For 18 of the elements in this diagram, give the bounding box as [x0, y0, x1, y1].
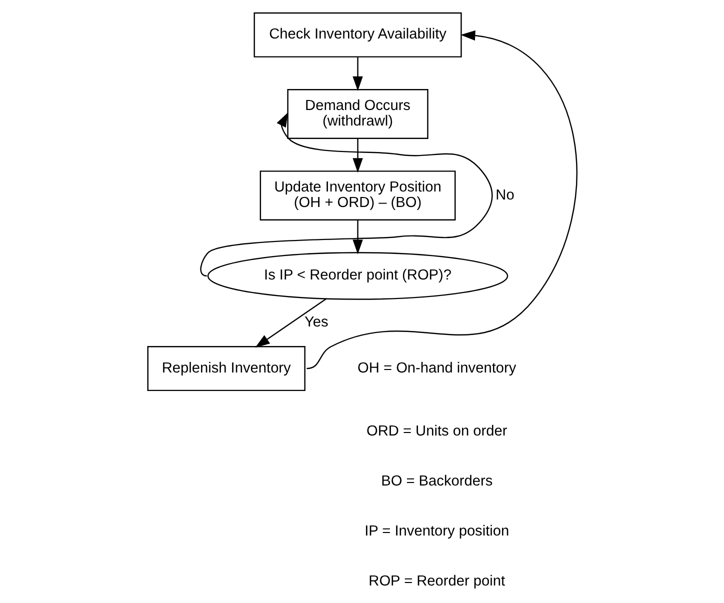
edge-label: Yes [304, 314, 328, 331]
arrow [352, 138, 362, 173]
label: BO = Backorders [380, 473, 492, 490]
node-box: Update Inventory Position (OH + ORD) – (BO) [259, 170, 456, 220]
label: IP = Inventory position [364, 523, 509, 540]
node-ellipse: Is IP < Reorder point (ROP)? [206, 252, 508, 300]
label: ROP = Reorder point [368, 573, 505, 590]
arrow [352, 57, 362, 91]
label: OH = On-hand inventory [357, 360, 516, 376]
node-box: Demand Occurs (withdrawl) [286, 89, 428, 139]
arrow [306, 30, 577, 370]
arrow [254, 298, 326, 348]
edge-label: No [495, 187, 514, 204]
label: ORD = Units on order [366, 424, 507, 440]
arrow [200, 112, 492, 276]
arrow [352, 220, 362, 254]
node-box: Check Inventory Availability [253, 12, 462, 58]
node-box: Replenish Inventory [146, 346, 305, 392]
